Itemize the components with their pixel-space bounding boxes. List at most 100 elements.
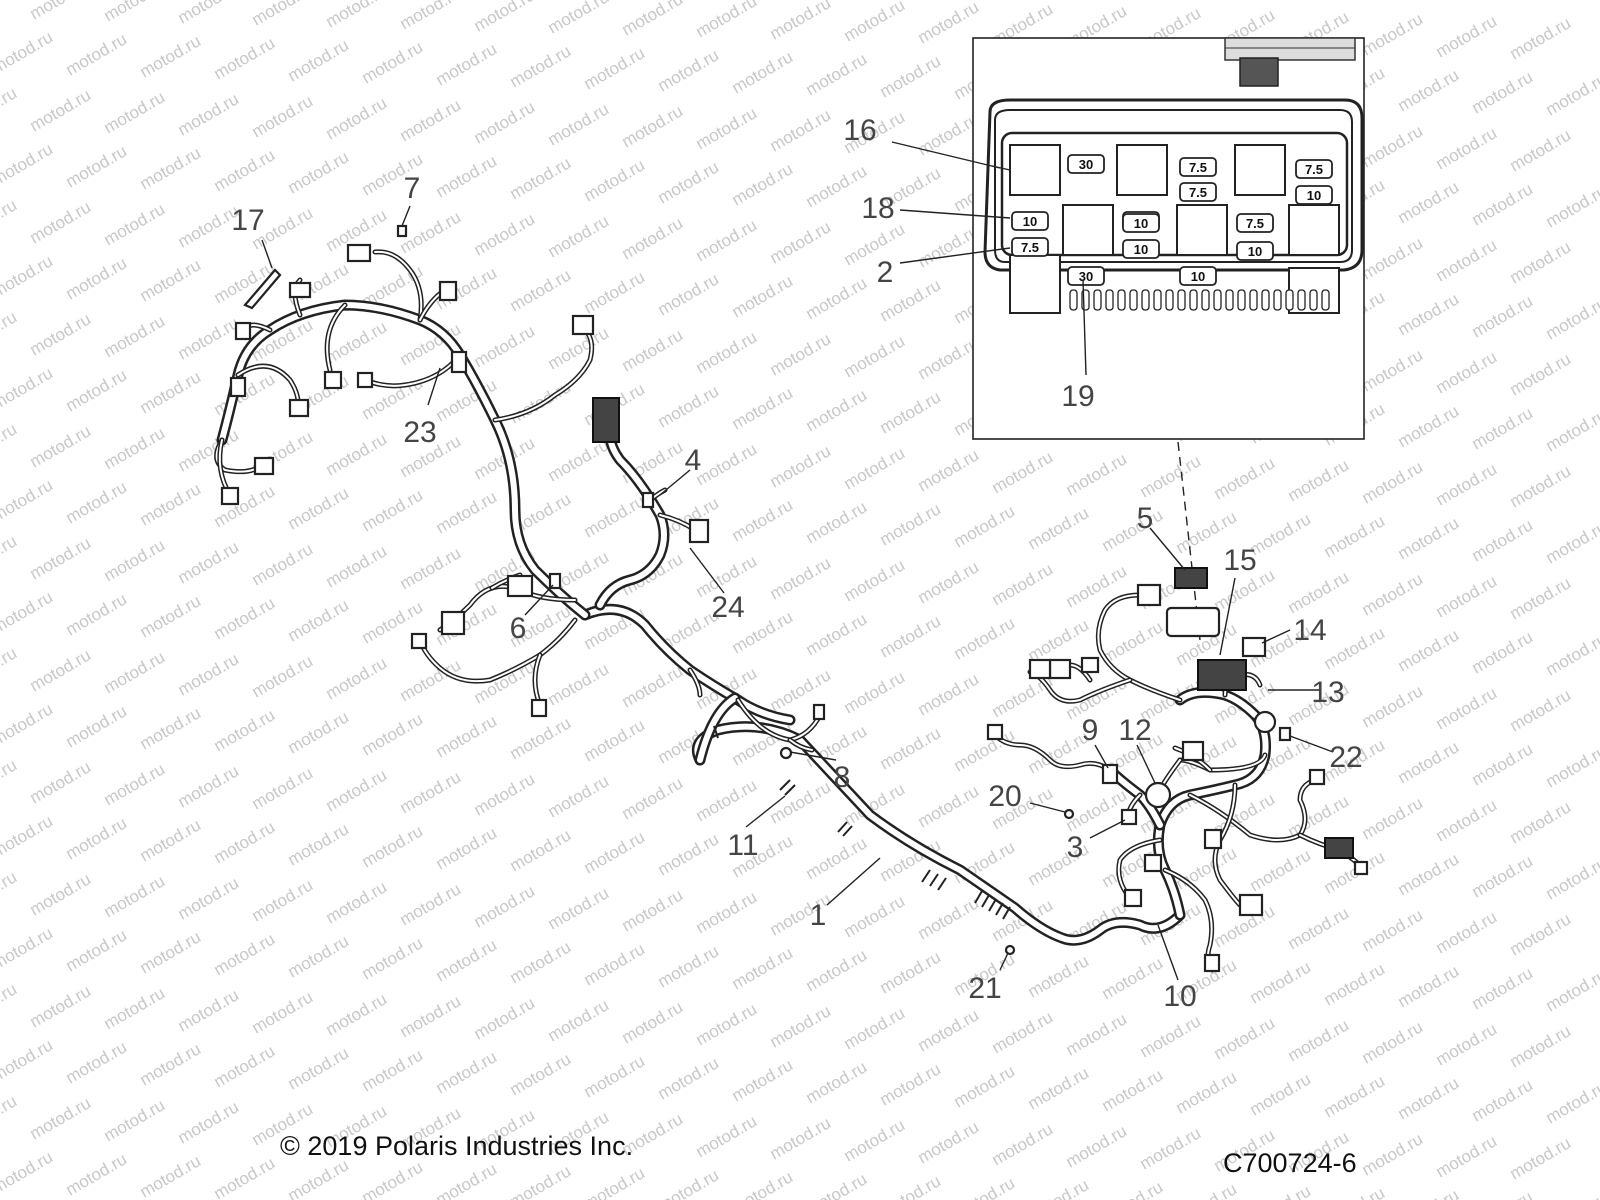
watermark-text: motod.ru bbox=[1359, 345, 1427, 395]
terminal-slot bbox=[1201, 289, 1210, 311]
watermark-text: motod.ru bbox=[0, 251, 56, 301]
watermark-text: motod.ru bbox=[841, 1115, 909, 1165]
watermark-text: motod.ru bbox=[915, 781, 983, 831]
watermark-text: motod.ru bbox=[767, 553, 835, 603]
watermark-text: motod.ru bbox=[175, 537, 243, 587]
connector bbox=[1048, 658, 1072, 680]
watermark-text: motod.ru bbox=[619, 773, 687, 823]
watermark-text: motod.ru bbox=[545, 99, 613, 149]
terminal-slot bbox=[1105, 289, 1114, 311]
watermark-text: motod.ru bbox=[27, 0, 95, 23]
watermark-text: motod.ru bbox=[1543, 293, 1600, 343]
fuse-rating: 7.5 bbox=[1305, 162, 1323, 177]
terminal-slot bbox=[1261, 289, 1270, 311]
watermark-text: motod.ru bbox=[915, 1117, 983, 1167]
watermark-text: motod.ru bbox=[397, 543, 465, 593]
watermark-text: motod.ru bbox=[1433, 571, 1501, 621]
watermark-text: motod.ru bbox=[693, 103, 761, 153]
watermark-text: motod.ru bbox=[693, 215, 761, 265]
watermark-text: motod.ru bbox=[285, 707, 353, 757]
connector bbox=[571, 314, 595, 336]
watermark-text: motod.ru bbox=[433, 935, 501, 985]
watermark-text: motod.ru bbox=[211, 145, 279, 195]
watermark-text: motod.ru bbox=[397, 0, 465, 33]
figure-code: C700724-6 bbox=[1223, 1148, 1357, 1178]
watermark-text: motod.ru bbox=[1543, 517, 1600, 567]
watermark-text: motod.ru bbox=[101, 647, 169, 697]
relay bbox=[1062, 204, 1114, 256]
fuse-body bbox=[1011, 237, 1049, 257]
terminal-slot bbox=[1309, 289, 1318, 311]
part-15-fuse-box bbox=[1197, 659, 1247, 691]
connector bbox=[288, 398, 310, 418]
fuse: 10 bbox=[1179, 266, 1217, 286]
watermark-text: motod.ru bbox=[1395, 401, 1463, 451]
watermark-text: motod.ru bbox=[915, 0, 983, 47]
watermark-text: motod.ru bbox=[693, 439, 761, 489]
fuse-box-top-connector bbox=[1224, 37, 1356, 87]
watermark-text: motod.ru bbox=[211, 593, 279, 643]
watermark-text: motod.ru bbox=[323, 765, 391, 815]
watermark-text: motod.ru bbox=[507, 713, 575, 763]
watermark-text: motod.ru bbox=[1543, 1189, 1600, 1200]
callout-10: 10 bbox=[1163, 980, 1196, 1013]
watermark-text: motod.ru bbox=[989, 447, 1057, 497]
watermark-text: motod.ru bbox=[729, 159, 797, 209]
watermark-text: motod.ru bbox=[1395, 1185, 1463, 1200]
fuse: 7.5 bbox=[1011, 237, 1049, 257]
watermark-text: motod.ru bbox=[249, 987, 317, 1037]
watermark-text: motod.ru bbox=[27, 309, 95, 359]
watermark-text: motod.ru bbox=[27, 197, 95, 247]
fuse-body bbox=[1179, 157, 1217, 177]
terminal-slot bbox=[1297, 289, 1306, 311]
watermark-text: motod.ru bbox=[285, 931, 353, 981]
watermark-text: motod.ru bbox=[877, 387, 945, 437]
watermark-text: motod.ru bbox=[767, 441, 835, 491]
connector bbox=[1203, 828, 1223, 850]
watermark-text: motod.ru bbox=[27, 421, 95, 471]
watermark-text: motod.ru bbox=[27, 645, 95, 695]
terminal-slot bbox=[1069, 289, 1078, 311]
watermark-text: motod.ru bbox=[841, 667, 909, 717]
watermark-text: motod.ru bbox=[1507, 1133, 1575, 1183]
watermark-text: motod.ru bbox=[655, 941, 723, 991]
callout-8: 8 bbox=[834, 761, 851, 794]
watermark-text: motod.ru bbox=[803, 1169, 871, 1200]
watermark-text: motod.ru bbox=[101, 423, 169, 473]
watermark-text: motod.ru bbox=[175, 985, 243, 1035]
terminal-slot bbox=[1249, 289, 1258, 311]
terminal-slot bbox=[1321, 289, 1330, 311]
connector bbox=[506, 574, 534, 598]
watermark-text: motod.ru bbox=[175, 89, 243, 139]
watermark-text: motod.ru bbox=[249, 91, 317, 141]
watermark-text: motod.ru bbox=[285, 147, 353, 197]
watermark-text: motod.ru bbox=[915, 557, 983, 607]
watermark-text: motod.ru bbox=[101, 759, 169, 809]
watermark-text: motod.ru bbox=[507, 1161, 575, 1200]
fuse-rating: 30 bbox=[1079, 157, 1093, 172]
watermark-text: motod.ru bbox=[655, 157, 723, 207]
watermark-text: motod.ru bbox=[1247, 957, 1315, 1007]
watermark-text: motod.ru bbox=[1359, 793, 1427, 843]
watermark-text: motod.ru bbox=[1433, 123, 1501, 173]
watermark-text: motod.ru bbox=[1469, 291, 1537, 341]
watermark-text: motod.ru bbox=[0, 979, 20, 1029]
watermark-text: motod.ru bbox=[507, 265, 575, 315]
watermark-text: motod.ru bbox=[729, 1167, 797, 1200]
watermark-text: motod.ru bbox=[1137, 1011, 1205, 1061]
watermark-text: motod.ru bbox=[1395, 737, 1463, 787]
watermark-text: motod.ru bbox=[1063, 449, 1131, 499]
watermark-text: motod.ru bbox=[767, 0, 835, 43]
relay bbox=[1176, 204, 1228, 256]
watermark-text: motod.ru bbox=[915, 333, 983, 383]
watermark-text: motod.ru bbox=[0, 0, 20, 21]
watermark-text: motod.ru bbox=[951, 837, 1019, 887]
watermark-text: motod.ru bbox=[471, 993, 539, 1043]
watermark-text: motod.ru bbox=[1395, 849, 1463, 899]
watermark-text: motod.ru bbox=[619, 885, 687, 935]
callout-21: 21 bbox=[968, 972, 1001, 1005]
watermark-text: motod.ru bbox=[101, 535, 169, 585]
watermark-text: motod.ru bbox=[101, 1095, 169, 1145]
watermark-text: motod.ru bbox=[27, 1093, 95, 1143]
